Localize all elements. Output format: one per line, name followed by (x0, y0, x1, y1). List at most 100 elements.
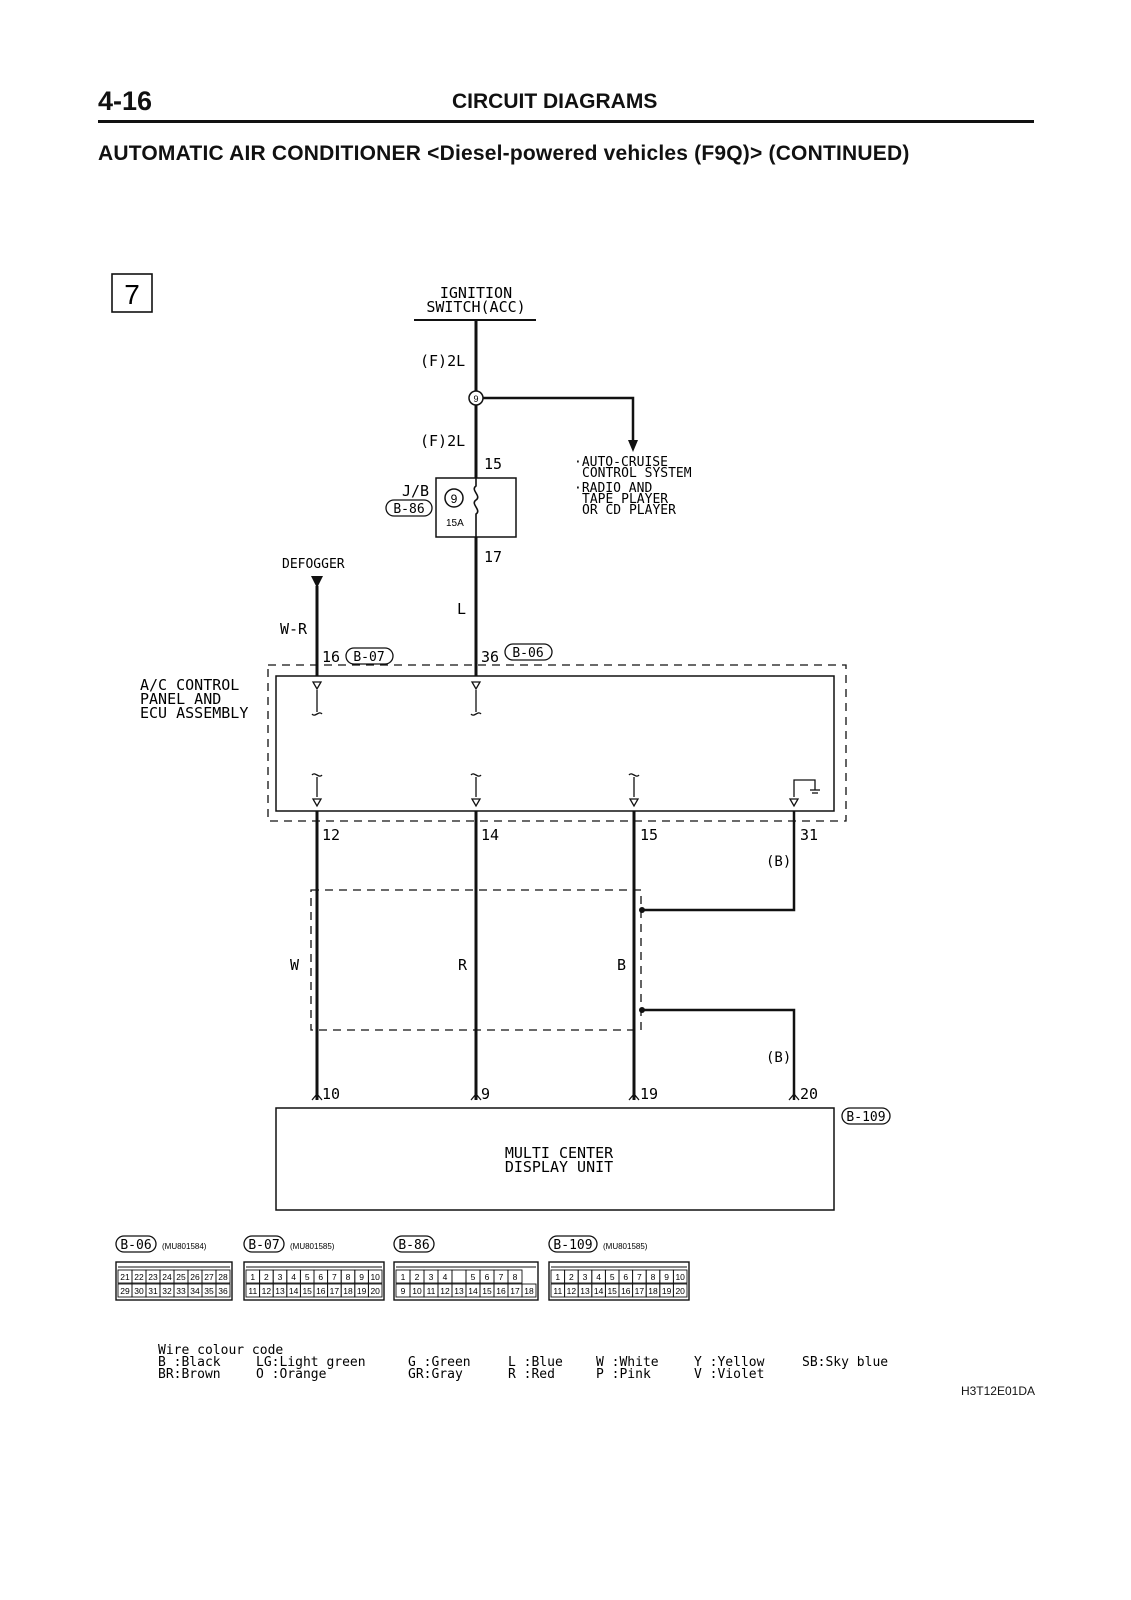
connector-pin-cell (507, 1269, 523, 1284)
legend-item: SB:Sky blue (802, 1355, 888, 1370)
fuse-number-circle (444, 488, 464, 508)
acc-panel-label-3: ECU ASSEMBLY (140, 704, 248, 722)
connector-pin-number: 5 (305, 1272, 310, 1282)
connector-pin-number: 22 (134, 1272, 144, 1282)
destination-5: OR CD PLAYER (582, 503, 676, 518)
connector-part-number: (MU801585) (290, 1242, 335, 1251)
connector-pin-number: 4 (291, 1272, 296, 1282)
connector-pin-number: 19 (357, 1286, 367, 1296)
pin-16: 16 (322, 648, 340, 666)
connector-pin-number: 2 (415, 1272, 420, 1282)
connector-pin-number: 2 (569, 1272, 574, 1282)
connector-pin-number: 3 (278, 1272, 283, 1282)
arrow-down-auto-cruise (628, 440, 638, 452)
ecu-outputs (311, 773, 820, 808)
pin-19: 19 (640, 1085, 658, 1103)
connector-pin-number: 13 (580, 1286, 590, 1296)
connector-part-number: (MU801585) (603, 1242, 648, 1251)
connector-pin-number: 15 (302, 1286, 312, 1296)
pin-10: 10 (322, 1085, 340, 1103)
legend-item: O :Orange (256, 1367, 327, 1382)
display-label-1: MULTI CENTER (505, 1144, 614, 1162)
legend-item: Y :Yellow (694, 1355, 765, 1370)
wire-w-label: W (290, 956, 300, 974)
connector-pin-number: 3 (429, 1272, 434, 1282)
connector-b07: B-07 (353, 650, 384, 665)
wire-r-label: R (458, 956, 468, 974)
display-label-2: DISPLAY UNIT (505, 1158, 613, 1176)
connector-pin-number: 12 (567, 1286, 577, 1296)
pin-20: 20 (800, 1085, 818, 1103)
pin-31: 31 (800, 826, 818, 844)
display-unit-body (275, 1107, 835, 1211)
connector-pin-cell (367, 1269, 383, 1284)
connector-pin-number: 7 (332, 1272, 337, 1282)
legend-item: B :Black (158, 1355, 221, 1370)
connector-id-badge (548, 1235, 598, 1253)
connector-id-badge (243, 1235, 285, 1253)
acc-panel-label-1: A/C CONTROL (140, 676, 239, 694)
legend-row-1: B :Black LG:Light green G :Green L :Blue… (158, 1355, 888, 1370)
destination-4: TAPE PLAYER (582, 492, 668, 507)
diagram-subtitle: AUTOMATIC AIR CONDITIONER <Diesel-powere… (98, 142, 910, 165)
sheet-marker: 7 (124, 279, 140, 310)
connector-b06: B-06 (512, 646, 543, 661)
splice-lower (639, 1007, 645, 1013)
wire-l-label: L (457, 600, 466, 618)
connector-pin-number: 8 (346, 1272, 351, 1282)
connector-pin-number: 17 (635, 1286, 645, 1296)
wire-f2l-lower: (F)2L (420, 432, 465, 450)
connector-id-badge (393, 1235, 435, 1253)
fuse-symbol (473, 478, 479, 537)
pin-9: 9 (481, 1085, 490, 1103)
fuse-rating: 15A (446, 518, 464, 529)
connector-b109: B-109 (846, 1110, 885, 1125)
connector-b06-badge (504, 643, 553, 661)
connector-pin-number: 5 (471, 1272, 476, 1282)
connector-pin-number: 4 (443, 1272, 448, 1282)
connector-pin-number: 29 (120, 1286, 130, 1296)
display-pin-markers (311, 1092, 800, 1101)
connector-pin-number: 17 (330, 1286, 340, 1296)
legend-item: V :Violet (694, 1367, 764, 1382)
wire-f2l-upper: (F)2L (420, 352, 465, 370)
connector-pin-number: 10 (412, 1286, 422, 1296)
connector-pin-number: 12 (262, 1286, 272, 1296)
destination-1: ·AUTO-CRUISE (574, 455, 668, 470)
connector-pin-cell (215, 1269, 231, 1284)
connector-pin-number: 18 (648, 1286, 658, 1296)
connector-pin-cell (451, 1269, 467, 1284)
legend-item: P :Pink (596, 1367, 651, 1382)
connector-pin-number: 7 (499, 1272, 504, 1282)
connector-id: B-86 (398, 1238, 429, 1253)
connector-housing (548, 1261, 690, 1301)
connector-pin-number: 24 (162, 1272, 172, 1282)
connector-pin-number: 14 (289, 1286, 299, 1296)
page-number: 4-16 (98, 86, 153, 116)
wire-b-lower-label: (B) (766, 1050, 791, 1066)
splice-upper (639, 907, 645, 913)
pin-15: 15 (640, 826, 658, 844)
connector-pin-number: 1 (401, 1272, 406, 1282)
connector-pin-number: 11 (248, 1286, 257, 1296)
connector-pin-number: 15 (482, 1286, 492, 1296)
wire-b-upper-label: (B) (766, 854, 791, 870)
connector-pin-number: 35 (204, 1286, 214, 1296)
connector-b86-badge (385, 499, 433, 517)
legend-row-2: BR:Brown O :Orange GR:Gray R :Red P :Pin… (158, 1367, 764, 1382)
connector-pin-number: 12 (440, 1286, 450, 1296)
junction-9-label: 9 (473, 394, 478, 404)
connector-pin-cell (672, 1269, 688, 1284)
connector-housing (115, 1261, 233, 1301)
connector-id: B-07 (248, 1238, 279, 1253)
connector-pin-number: 20 (370, 1286, 380, 1296)
connector-pin-number: 16 (621, 1286, 631, 1296)
legend-item: R :Red (508, 1367, 555, 1382)
connector-pin-number: 2 (264, 1272, 269, 1282)
connector-pin-cell (521, 1283, 537, 1298)
connector-pin-number: 9 (664, 1272, 669, 1282)
connector-pin-number: 11 (427, 1286, 436, 1296)
defogger-label: DEFOGGER (282, 557, 345, 572)
